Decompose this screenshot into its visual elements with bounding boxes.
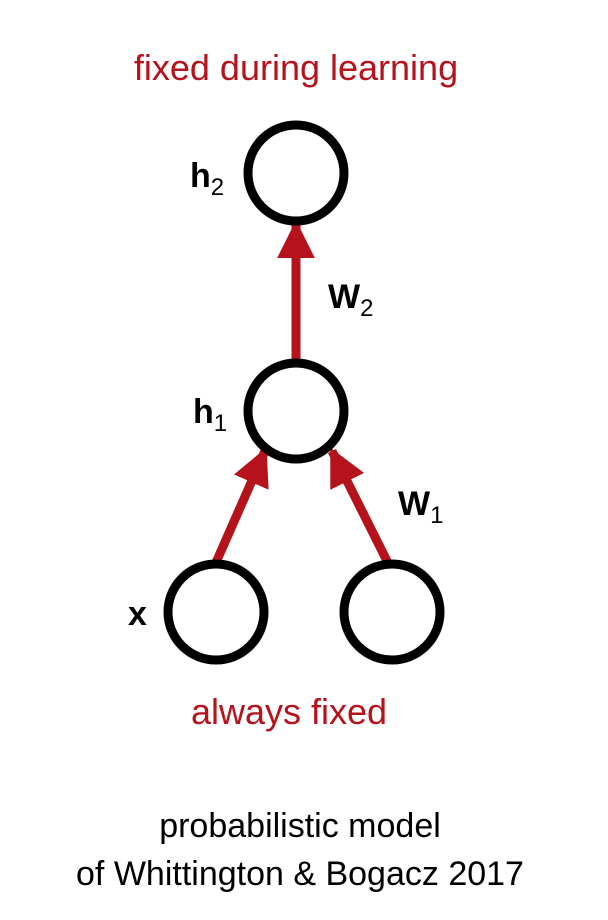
caption-line-2: of Whittington & Bogacz 2017 (76, 855, 524, 893)
label-w1: W1 (398, 485, 443, 529)
node-h2 (243, 120, 349, 226)
annotation-fixed-during-learning: fixed during learning (134, 47, 458, 88)
edge-x2-to-h1 (327, 447, 395, 570)
label-x: x (128, 595, 147, 633)
node-x (163, 559, 269, 665)
label-w2: W2 (328, 278, 373, 322)
label-h2: h2 (190, 157, 224, 201)
annotation-always-fixed: always fixed (191, 691, 387, 732)
label-h1: h1 (193, 393, 227, 437)
node-x-second (339, 559, 445, 665)
caption-line-1: probabilistic model (159, 807, 441, 845)
node-h1 (243, 358, 349, 464)
edge-x-to-h1 (209, 447, 270, 569)
